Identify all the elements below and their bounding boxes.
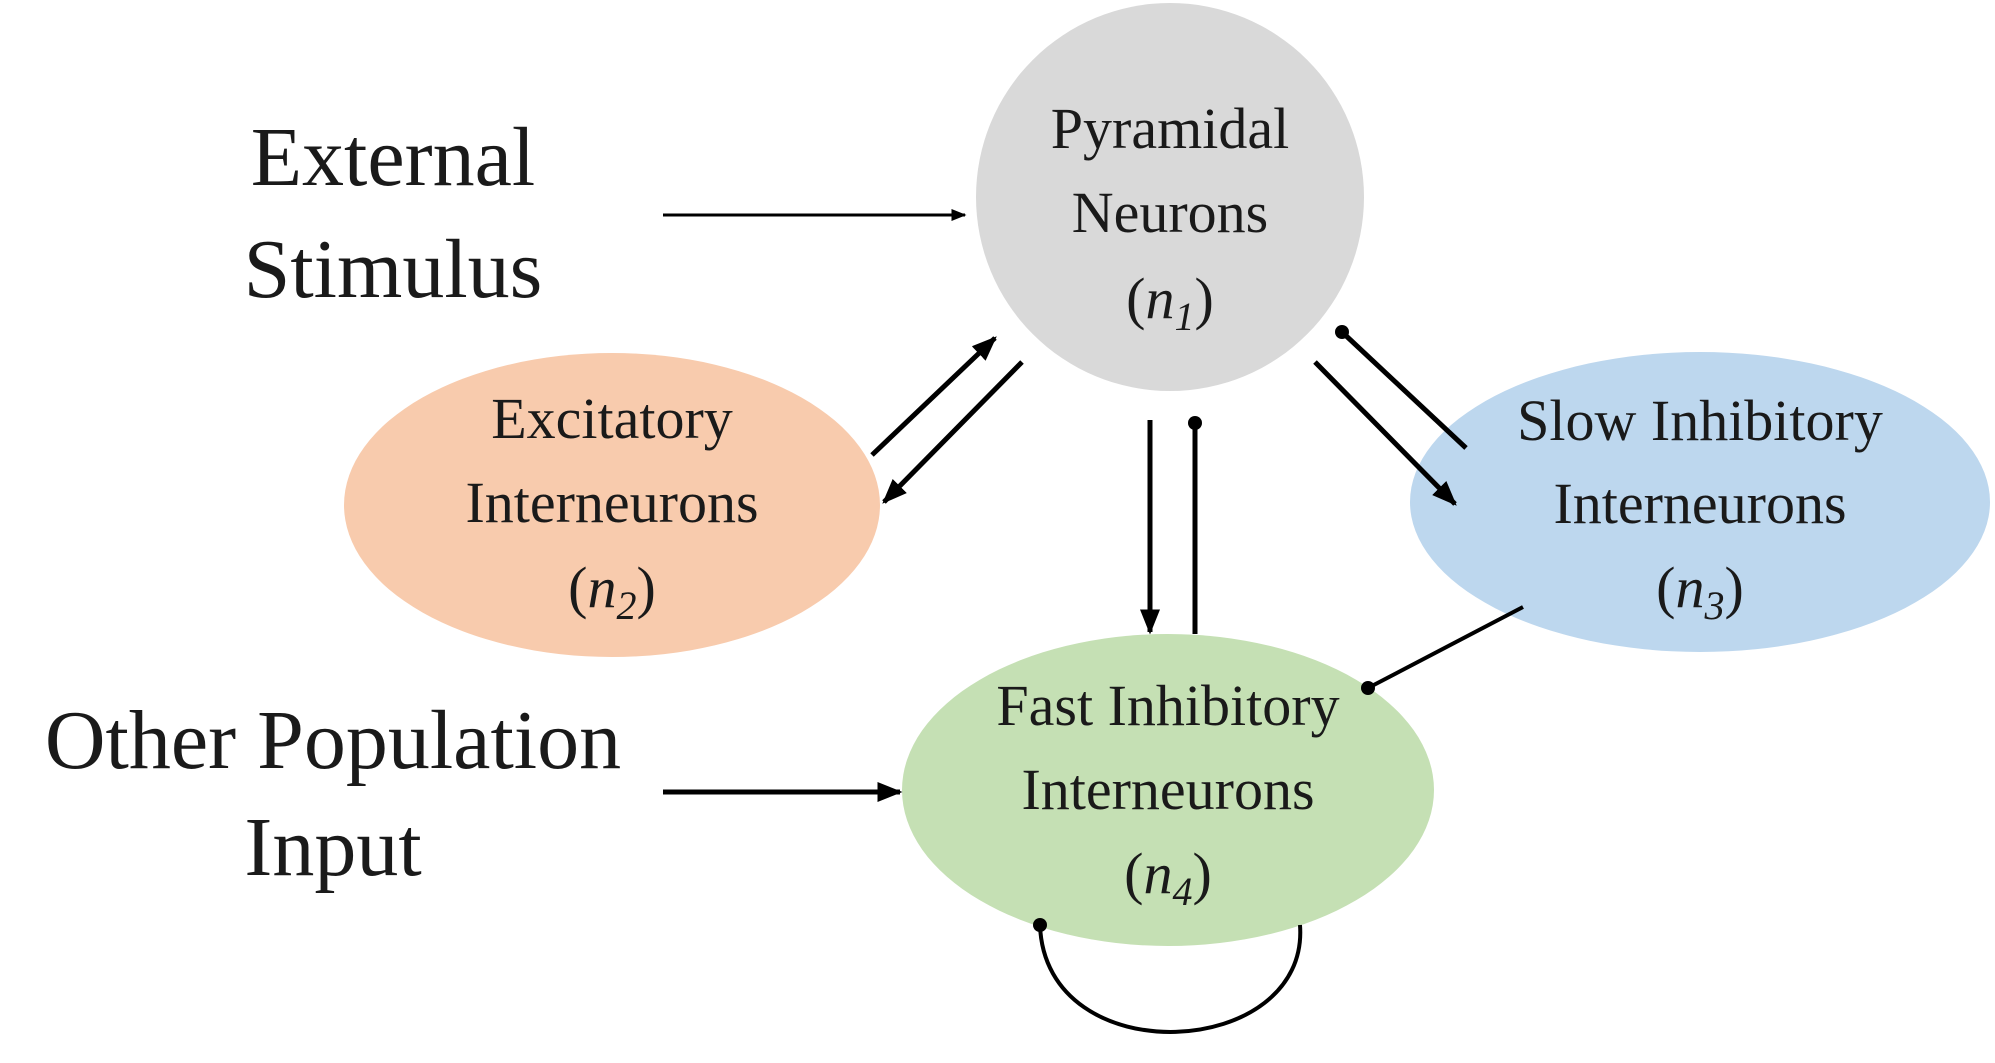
node-excitatory-interneurons: Excitatory Interneurons (n2)	[344, 353, 880, 657]
fast-inhibitory-interneurons-symbol: (n4)	[1124, 841, 1212, 914]
excitatory-interneurons-symbol: (n2)	[568, 555, 656, 628]
inhibitory-terminal-slow-to-fast	[1361, 681, 1375, 695]
edge-slow-inhibitory-to-fast-inhibitory	[1367, 605, 1524, 690]
excitatory-interneurons-label-line2: Interneurons	[465, 470, 758, 535]
edge-slow-inhibitory-to-pyramidal	[1340, 330, 1468, 450]
inhibitory-terminal-self-loop	[1033, 918, 1047, 932]
pyramidal-neurons-label-line1: Pyramidal	[1051, 96, 1289, 161]
input-external-stimulus: External Stimulus	[244, 111, 543, 316]
slow-inhibitory-interneurons-symbol: (n3)	[1656, 555, 1744, 628]
fast-inhibitory-interneurons-label-line2: Interneurons	[1021, 757, 1314, 822]
other-population-label-line2: Input	[244, 801, 421, 894]
external-stimulus-label-line2: Stimulus	[244, 223, 543, 316]
edge-pyramidal-to-excitatory	[882, 360, 1024, 504]
node-slow-inhibitory-interneurons: Slow Inhibitory Interneurons (n3)	[1410, 352, 1990, 652]
fast-inhibitory-interneurons-shape	[902, 634, 1434, 946]
pyramidal-neurons-symbol: (n1)	[1126, 266, 1214, 339]
input-other-population: Other Population Input	[45, 694, 621, 894]
node-pyramidal-neurons: Pyramidal Neurons (n1)	[976, 3, 1364, 391]
external-stimulus-label-line1: External	[251, 111, 536, 204]
edge-fast-inhibitory-self-loop	[1038, 924, 1303, 1034]
slow-inhibitory-interneurons-label-line1: Slow Inhibitory	[1517, 388, 1883, 453]
excitatory-interneurons-label-line1: Excitatory	[491, 386, 733, 451]
other-population-label-line1: Other Population	[45, 694, 621, 787]
inhibitory-terminal-slow-to-pyramidal	[1335, 325, 1349, 339]
pyramidal-neurons-shape	[976, 3, 1364, 391]
fast-inhibitory-interneurons-label-line1: Fast Inhibitory	[996, 673, 1339, 738]
edge-excitatory-to-pyramidal	[870, 336, 997, 457]
slow-inhibitory-interneurons-label-line2: Interneurons	[1553, 471, 1846, 536]
edge-pyramidal-to-slow-inhibitory	[1313, 360, 1457, 506]
slow-inhibitory-interneurons-shape	[1410, 352, 1990, 652]
inhibitory-terminal-fast-to-pyramidal	[1188, 416, 1202, 430]
excitatory-interneurons-shape	[344, 353, 880, 657]
node-fast-inhibitory-interneurons: Fast Inhibitory Interneurons (n4)	[902, 634, 1434, 946]
pyramidal-neurons-label-line2: Neurons	[1072, 180, 1269, 245]
